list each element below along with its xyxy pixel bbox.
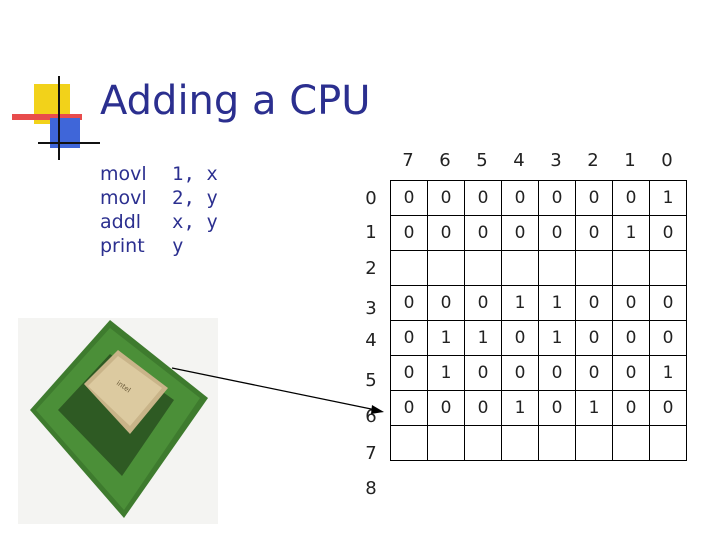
instruction-op: movl: [100, 187, 147, 209]
row-header: 2: [365, 258, 377, 279]
memory-row: [390, 425, 687, 461]
memory-cell: [575, 425, 613, 461]
memory-cell: [649, 425, 687, 461]
memory-cell: 0: [427, 390, 465, 426]
instruction-op: print: [100, 235, 145, 257]
memory-cell: 0: [649, 215, 687, 251]
memory-cell: 0: [649, 285, 687, 321]
memory-cell: 1: [501, 390, 539, 426]
memory-cell: 1: [538, 320, 576, 356]
row-header: 4: [365, 330, 377, 351]
instruction-arg: x, y: [172, 211, 218, 233]
memory-cell: 0: [612, 285, 650, 321]
row-header: 1: [365, 222, 377, 243]
row-header: 5: [365, 370, 377, 391]
memory-cell: 0: [390, 355, 428, 391]
slide-ornament: [8, 76, 100, 166]
memory-cell: 0: [575, 180, 613, 216]
row-header: 3: [365, 298, 377, 319]
column-header: 0: [661, 150, 673, 171]
row-header: 6: [365, 406, 377, 427]
memory-cell: 0: [464, 390, 502, 426]
column-header: 4: [513, 150, 525, 171]
column-header: 6: [439, 150, 451, 171]
instruction-ops: movl movl addl print: [100, 162, 147, 258]
memory-cell: [427, 250, 465, 286]
memory-cell: 0: [538, 355, 576, 391]
column-header: 2: [587, 150, 599, 171]
memory-cell: 0: [612, 320, 650, 356]
memory-cell: 0: [649, 320, 687, 356]
memory-cell: [649, 250, 687, 286]
memory-cell: 0: [501, 180, 539, 216]
memory-cell: 0: [501, 320, 539, 356]
memory-cell: [538, 250, 576, 286]
memory-cell: [501, 425, 539, 461]
memory-cell: 0: [501, 215, 539, 251]
memory-cell: [390, 425, 428, 461]
column-header: 5: [476, 150, 488, 171]
memory-cell: 1: [649, 355, 687, 391]
instruction-op: movl: [100, 163, 147, 185]
row-header: 7: [365, 443, 377, 464]
column-header: 1: [624, 150, 636, 171]
column-header: 7: [402, 150, 414, 171]
memory-cell: 0: [464, 215, 502, 251]
instruction-arg: y: [172, 235, 184, 257]
memory-cell: 0: [501, 355, 539, 391]
memory-cell: 0: [575, 320, 613, 356]
memory-cell: 0: [575, 355, 613, 391]
memory-cell: 0: [612, 355, 650, 391]
column-header: 3: [550, 150, 562, 171]
instruction-op: addl: [100, 211, 142, 233]
slide-title: Adding a CPU: [100, 78, 371, 124]
memory-cell: 0: [390, 180, 428, 216]
cpu-chip-image: intel: [18, 318, 218, 524]
instruction-args: 1, x 2, y x, y y: [172, 162, 218, 258]
row-header: 8: [365, 478, 377, 499]
row-header: 0: [365, 188, 377, 209]
instruction-arg: 1, x: [172, 163, 218, 185]
memory-cell: 0: [427, 180, 465, 216]
instruction-arg: 2, y: [172, 187, 218, 209]
